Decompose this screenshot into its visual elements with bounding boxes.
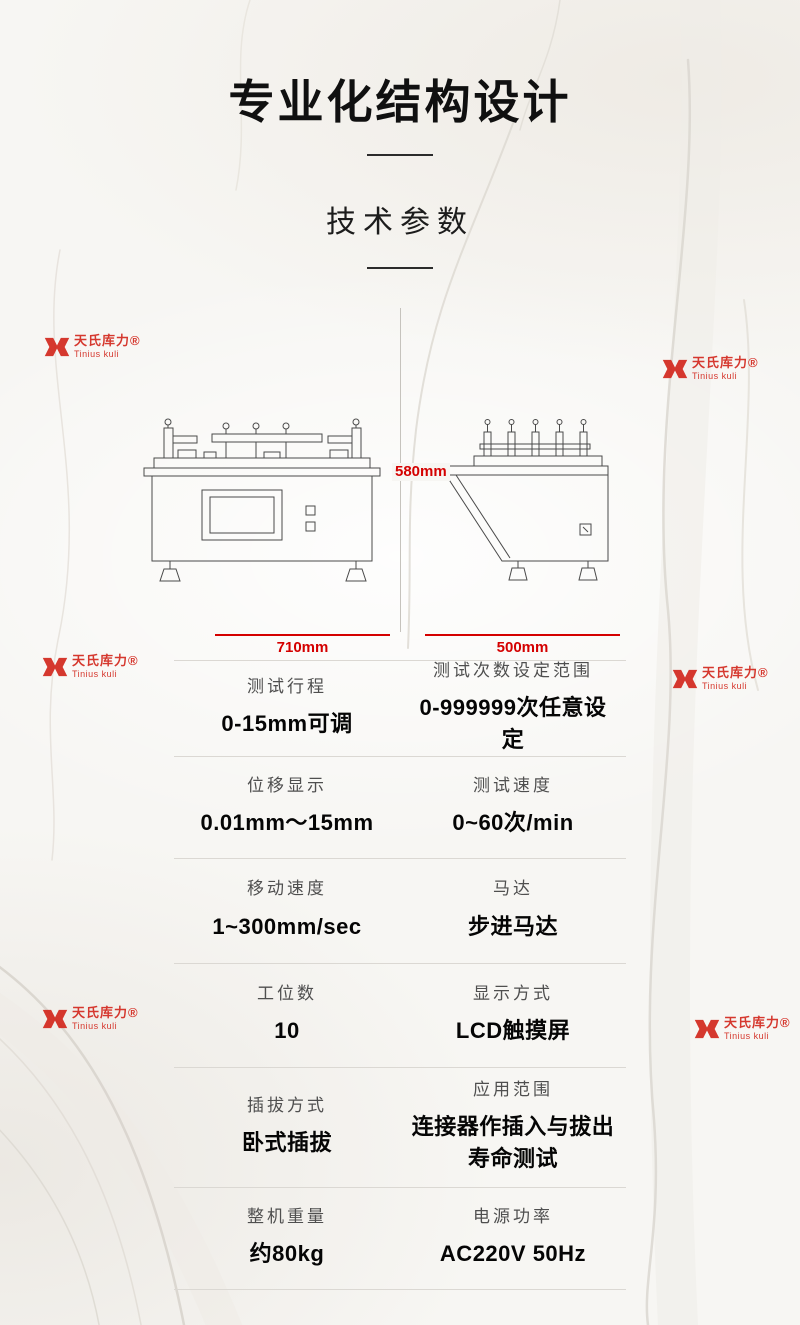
- spec-table: 测试行程 0-15mm可调 测试次数设定范围 0-999999次任意设定 位移显…: [174, 660, 626, 1290]
- spec-label: 位移显示: [247, 775, 327, 795]
- brand-name: 天氏库力®: [692, 355, 759, 370]
- spec-label: 显示方式: [473, 983, 553, 1003]
- brand-name-en: Tinius kuli: [692, 371, 738, 382]
- spec-label: 测试速度: [473, 775, 553, 795]
- spec-display-type: 显示方式 LCD触摸屏: [400, 964, 626, 1067]
- spec-label: 电源功率: [473, 1206, 553, 1226]
- spec-test-stroke: 测试行程 0-15mm可调: [174, 661, 400, 756]
- spec-value: 1~300mm/sec: [212, 913, 362, 939]
- brand-name: 天氏库力®: [74, 333, 141, 348]
- spec-station-count: 工位数 10: [174, 964, 400, 1067]
- brand-name-en: Tinius kuli: [72, 1021, 118, 1032]
- front-width-dimension-line: [215, 634, 390, 636]
- brand-logo-icon: [694, 1019, 720, 1039]
- page-title: 专业化结构设计: [228, 76, 572, 128]
- spec-displacement-display: 位移显示 0.01mm～15mm: [174, 757, 400, 858]
- spec-moving-speed: 移动速度 1~300mm/sec: [174, 859, 400, 963]
- spec-row: 位移显示 0.01mm～15mm 测试速度 0~60次/min: [174, 757, 626, 859]
- brand-name-en: Tinius kuli: [724, 1031, 770, 1042]
- spec-application-range: 应用范围 连接器作插入与拔出寿命测试: [400, 1068, 626, 1187]
- spec-label: 马达: [493, 879, 533, 899]
- brand-watermark: 天氏库力® Tinius kuli: [44, 333, 141, 360]
- spec-value: 10: [274, 1018, 300, 1044]
- height-dimension-label: 580mm: [392, 463, 450, 481]
- front-width-dimension-label: 710mm: [276, 639, 329, 656]
- brand-watermark: 天氏库力® Tinius kuli: [42, 653, 139, 680]
- brand-name-en: Tinius kuli: [702, 681, 748, 692]
- machine-front-view-drawing: [143, 418, 381, 582]
- spec-value: 连接器作插入与拔出寿命测试: [411, 1114, 615, 1172]
- spec-motor: 马达 步进马达: [400, 859, 626, 963]
- spec-label: 应用范围: [473, 1079, 553, 1099]
- spec-value: AC220V 50Hz: [439, 1241, 587, 1267]
- spec-value: 0-15mm可调: [221, 711, 353, 737]
- spec-row: 移动速度 1~300mm/sec 马达 步进马达: [174, 859, 626, 964]
- spec-value: 卧式插拔: [241, 1130, 332, 1156]
- spec-row: 工位数 10 显示方式 LCD触摸屏: [174, 964, 626, 1068]
- spec-row: 整机重量 约80kg 电源功率 AC220V 50Hz: [174, 1188, 626, 1290]
- spec-test-count-range: 测试次数设定范围 0-999999次任意设定: [400, 661, 626, 756]
- spec-value: 0-999999次任意设定: [419, 695, 607, 753]
- brand-name-en: Tinius kuli: [74, 349, 120, 360]
- brand-logo-icon: [672, 669, 698, 689]
- brand-watermark: 天氏库力® Tinius kuli: [672, 665, 769, 692]
- side-width-dimension-label: 500mm: [496, 639, 549, 656]
- spec-value: 0.01mm～15mm: [200, 810, 374, 836]
- brand-name: 天氏库力®: [72, 1005, 139, 1020]
- title-divider: [367, 154, 433, 156]
- brand-logo-icon: [42, 1009, 68, 1029]
- spec-machine-weight: 整机重量 约80kg: [174, 1188, 400, 1289]
- brand-watermark: 天氏库力® Tinius kuli: [42, 1005, 139, 1032]
- brand-watermark: 天氏库力® Tinius kuli: [694, 1015, 791, 1042]
- subtitle-divider: [367, 267, 433, 269]
- machine-side-view-drawing: [441, 419, 609, 581]
- brand-logo-icon: [662, 359, 688, 379]
- brand-logo-icon: [44, 337, 70, 357]
- spec-label: 移动速度: [247, 879, 327, 899]
- spec-label: 工位数: [257, 983, 317, 1003]
- spec-label: 插拔方式: [247, 1095, 327, 1115]
- section-subtitle: 技术参数: [326, 206, 474, 239]
- brand-logo-icon: [42, 657, 68, 677]
- spec-label: 测试行程: [247, 676, 327, 696]
- spec-value: LCD触摸屏: [455, 1018, 571, 1044]
- spec-value: 步进马达: [467, 913, 558, 939]
- brand-name: 天氏库力®: [702, 665, 769, 680]
- spec-label: 测试次数设定范围: [433, 660, 593, 680]
- brand-name-en: Tinius kuli: [72, 669, 118, 680]
- side-width-dimension-line: [425, 634, 620, 636]
- spec-row: 测试行程 0-15mm可调 测试次数设定范围 0-999999次任意设定: [174, 661, 626, 757]
- brand-name: 天氏库力®: [72, 653, 139, 668]
- brand-watermark: 天氏库力® Tinius kuli: [662, 355, 759, 382]
- spec-row: 插拔方式 卧式插拔 应用范围 连接器作插入与拔出寿命测试: [174, 1068, 626, 1188]
- spec-value: 0~60次/min: [452, 810, 574, 836]
- spec-power-supply: 电源功率 AC220V 50Hz: [400, 1188, 626, 1289]
- brand-name: 天氏库力®: [724, 1015, 791, 1030]
- spec-test-speed: 测试速度 0~60次/min: [400, 757, 626, 858]
- spec-insertion-mode: 插拔方式 卧式插拔: [174, 1068, 400, 1187]
- spec-value: 约80kg: [249, 1241, 325, 1267]
- spec-label: 整机重量: [247, 1206, 327, 1226]
